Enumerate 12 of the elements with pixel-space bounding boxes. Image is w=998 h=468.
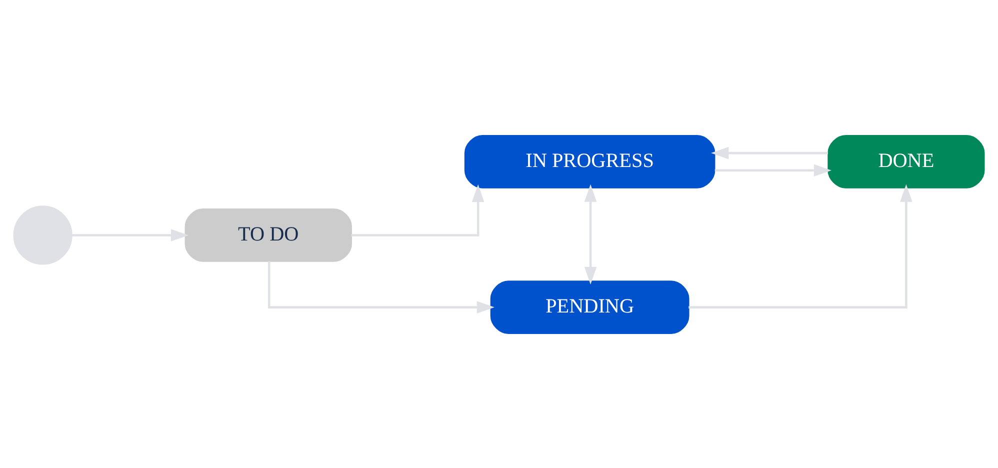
arrow — [584, 184, 597, 284]
arrow — [711, 146, 828, 159]
node-circle — [13, 205, 72, 264]
node-box: PENDING — [490, 280, 690, 334]
arrow — [268, 260, 494, 313]
arrow — [72, 228, 189, 241]
node-box: DONE — [828, 134, 985, 188]
node-box: TO DO — [184, 208, 352, 262]
arrow — [351, 184, 484, 236]
arrow — [714, 164, 832, 176]
node-box: IN PROGRESS — [464, 134, 716, 188]
arrow — [688, 184, 912, 308]
